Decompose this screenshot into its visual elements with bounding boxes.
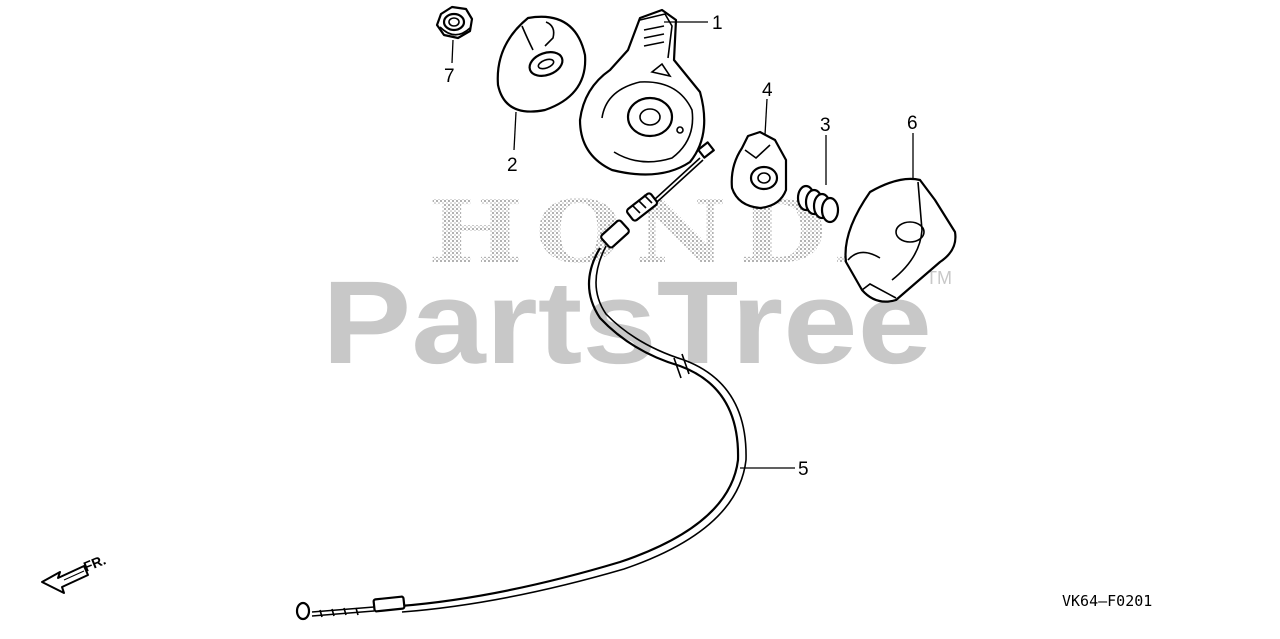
front-label: FR. [81,551,108,574]
callout-5: 5 [798,459,809,480]
trademark-mark: TM [926,268,952,288]
leader-lines [451,21,914,469]
honda-watermark: HONDA [428,182,928,283]
leader-2 [513,111,517,151]
callout-1: 1 [712,13,723,34]
knob-cover-part[interactable] [844,177,957,303]
front-direction-indicator: FR. [41,551,108,594]
cover-plate-part[interactable] [496,15,587,113]
leader-4 [764,98,768,136]
leader-7 [451,39,454,64]
cam-washer-part[interactable] [730,130,788,210]
spring-part[interactable] [796,184,840,224]
diagram-code: VK64—F0201 [1062,592,1152,610]
callout-4: 4 [762,80,773,101]
throttle-cable-part[interactable] [295,141,747,621]
flange-nut-part[interactable] [435,5,474,40]
callout-7: 7 [444,66,455,87]
lever-housing-part[interactable] [578,8,706,176]
callout-2: 2 [507,155,518,176]
callout-3: 3 [820,115,831,136]
partstree-watermark: PartsTree [322,257,932,389]
callout-6: 6 [907,113,918,134]
